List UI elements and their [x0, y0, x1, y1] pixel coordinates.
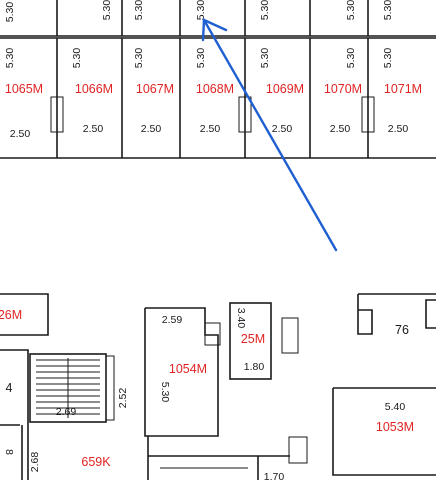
dim-label: 5.30 — [4, 2, 16, 23]
unit-label: 659K — [81, 455, 111, 469]
dim-label: 2.52 — [117, 388, 129, 409]
dim-label: 5.30 — [133, 0, 145, 20]
dim-label: 5.30 — [101, 0, 113, 20]
wall-line — [357, 294, 373, 335]
wall-line — [0, 349, 29, 425]
dim-label: 2.68 — [29, 452, 41, 473]
unit-25-room — [229, 302, 272, 380]
dim-label: 2.50 — [200, 123, 221, 135]
dim-label: 2.50 — [10, 128, 31, 140]
dim-label: 5.30 — [195, 0, 207, 20]
dim-label: 2.50 — [83, 123, 104, 135]
dim-label: 3.40 — [235, 308, 247, 329]
dim-label: 5.30 — [259, 48, 271, 69]
dim-label: 5.30 — [195, 48, 207, 69]
dim-label: 2.50 — [141, 123, 162, 135]
unit-label: 1069M — [266, 82, 304, 96]
dim-label: 5.30 — [133, 48, 145, 69]
column-box — [288, 436, 308, 464]
unit-label: 1065M — [5, 82, 43, 96]
column-box — [238, 96, 252, 133]
top-unit-row: 5.30 5.30 5.30 5.30 5.30 5.30 5.30 5.30 … — [0, 0, 436, 159]
unit-label: 1068M — [196, 82, 234, 96]
dim-label: 5.40 — [385, 401, 406, 413]
unit-label: 1070M — [324, 82, 362, 96]
dim-label: 2.50 — [272, 123, 293, 135]
dim-label: 1.80 — [244, 361, 265, 373]
unit-label: 1053M — [376, 420, 414, 434]
column-box — [50, 96, 64, 133]
column-box — [204, 322, 221, 346]
unit-label: 1066M — [75, 82, 113, 96]
unit-label: 26M — [0, 308, 22, 322]
dim-label: 5.30 — [345, 48, 357, 69]
unit-label: 76 — [395, 323, 409, 337]
dim-label: 5.30 — [159, 382, 171, 403]
dim-label: 2.50 — [330, 123, 351, 135]
dim-label: 5.30 — [4, 48, 16, 69]
dim-label: 5.30 — [71, 48, 83, 69]
stairs — [36, 358, 100, 418]
dim-label: 5.30 — [382, 48, 394, 69]
wall-line — [425, 299, 436, 329]
arrow-shaft — [202, 18, 338, 252]
stair-block — [29, 353, 107, 423]
column-box — [361, 96, 375, 133]
wall-line — [106, 355, 115, 421]
wall-line — [332, 388, 436, 476]
pointer-arrow — [201, 18, 338, 252]
unit-label: 1067M — [136, 82, 174, 96]
dim-label: 1.70 — [264, 471, 285, 480]
wall-line — [144, 307, 219, 437]
unit-label: 25M — [241, 332, 265, 346]
dim-label: 8 — [3, 449, 15, 455]
dim-label: 2.50 — [388, 123, 409, 135]
dim-label: 5.30 — [259, 0, 271, 20]
dim-label: 2.59 — [162, 314, 183, 326]
lower-block: 26M 4 2.69 2.52 2.59 1054M 5.30 — [0, 293, 436, 480]
dim-label: 5.30 — [345, 0, 357, 20]
unit-label: 1071M — [384, 82, 422, 96]
unit-label: 1054M — [169, 362, 207, 376]
dim-label: 5.30 — [382, 0, 394, 20]
dim-label: 2.69 — [56, 406, 77, 418]
wall-line — [0, 293, 49, 336]
unit-label: 4 — [6, 381, 13, 395]
column-box — [281, 317, 299, 354]
arrow-head — [201, 18, 228, 42]
